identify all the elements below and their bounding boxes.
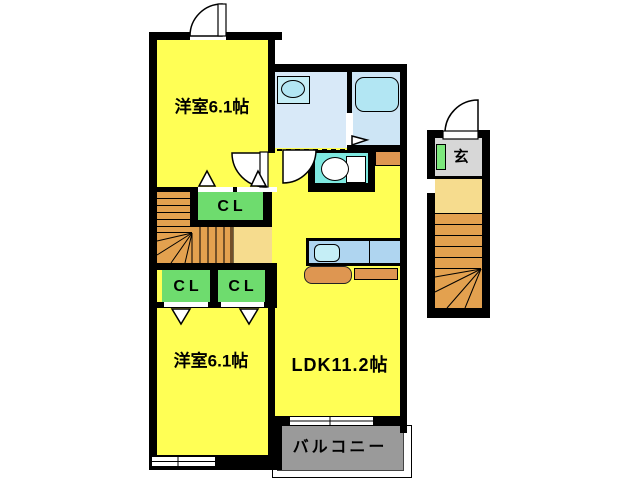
threshold-closet-left (164, 302, 208, 307)
bedroom-bottom-label: 洋室6.1帖 (173, 351, 249, 371)
ldk-label: LDK11.2帖 (291, 355, 389, 375)
threshold-closet-top (198, 187, 277, 192)
kitchen-counter-divider (369, 241, 370, 263)
washbasin-bowl-icon (281, 80, 305, 98)
utility-counter (375, 151, 402, 166)
bedroom-top-label: 洋室6.1帖 (174, 97, 250, 117)
closet-right (218, 270, 265, 302)
wall-1f-right (482, 130, 490, 318)
wall-cl-top-bottom (190, 220, 272, 227)
wall-bath-bottom (347, 145, 407, 152)
threshold-tick (233, 187, 237, 192)
toilet-tank-icon (346, 156, 366, 183)
wall-toilet-top (308, 150, 375, 153)
door-opening-room1-top (190, 33, 226, 40)
wall-room2-right (268, 308, 275, 455)
kitchen-strip (354, 268, 398, 280)
wall-cl-row-right (265, 263, 277, 308)
window-room2-south (152, 457, 215, 466)
staircase-2f (157, 192, 192, 263)
staircase-2f-lower-run (192, 227, 233, 263)
wall-toilet-right (368, 153, 375, 192)
wall-wash-bath (347, 72, 352, 113)
balcony-label: バルコニー (292, 439, 388, 456)
wall-toilet-bottom (308, 183, 375, 192)
wall-outer-left (149, 32, 157, 470)
stair-landing-2f (233, 227, 272, 263)
entrance-label: 玄 (453, 148, 469, 166)
wall-cl-row-bottom (157, 302, 277, 308)
closet-left-label: CL (173, 278, 203, 295)
wall-room1-right-upper (268, 40, 275, 153)
shoe-cabinet (436, 144, 446, 170)
stove-icon (304, 266, 352, 284)
closet-top (198, 192, 263, 220)
wall-cl-top-left (190, 187, 198, 227)
wall-outer-right (400, 64, 407, 433)
kitchen-sink-icon (314, 244, 340, 262)
threshold-closet-right (221, 302, 264, 307)
window-ldk-south (290, 417, 373, 425)
toilet-bowl-icon (321, 157, 349, 181)
wall-cl-top-right (263, 187, 272, 227)
wall-1f-left-notch (427, 179, 435, 193)
wall-washbath-top (268, 64, 407, 72)
wall-cl-row-top (157, 263, 277, 270)
wall-cl-mid (210, 270, 218, 302)
bathtub-icon (355, 77, 399, 112)
closet-left (162, 270, 210, 302)
door-swing-entrance (444, 99, 479, 134)
staircase-1f (435, 213, 482, 308)
bath-door-opening (346, 113, 353, 147)
wall-1f-bottom (427, 308, 490, 318)
genkan-landing (435, 179, 482, 213)
wall-1f-left (427, 130, 435, 318)
door-opening-1f (443, 130, 478, 138)
closet-right-label: CL (228, 278, 258, 295)
closet-top-label: CL (217, 198, 247, 215)
genkan-step-edge (435, 176, 482, 179)
